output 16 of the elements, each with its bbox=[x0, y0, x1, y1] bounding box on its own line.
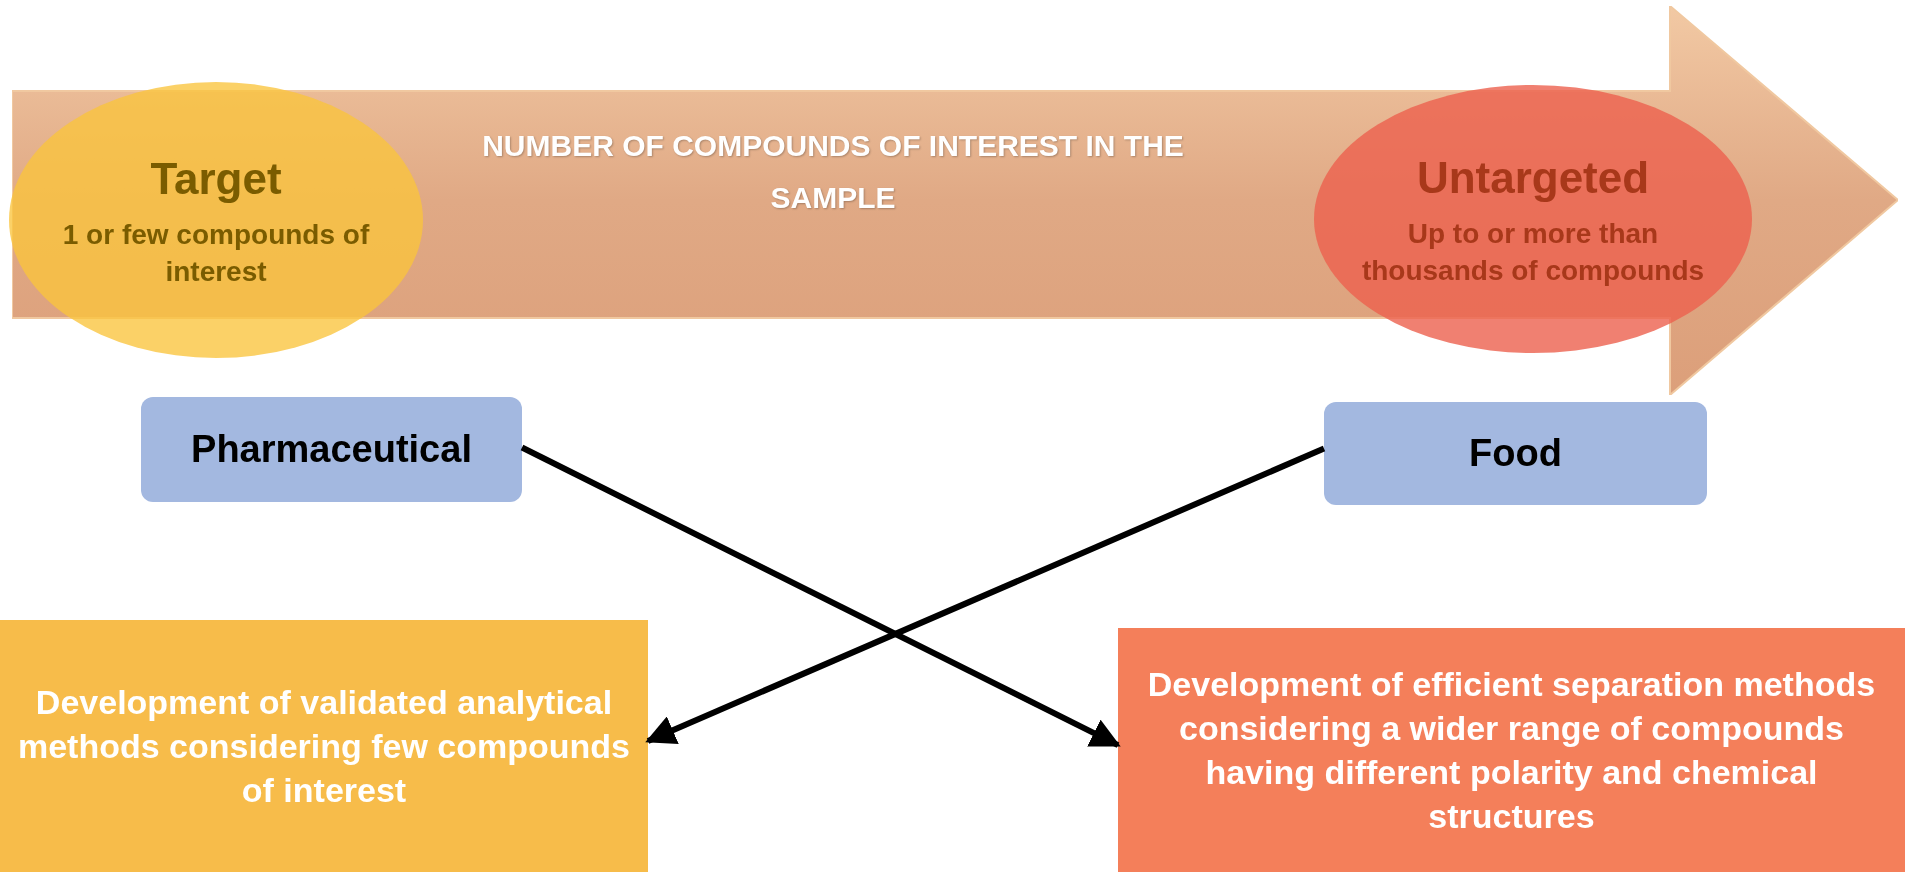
axis-caption: NUMBER OF COMPOUNDS OF INTEREST IN THE SAMPLE bbox=[481, 128, 1185, 216]
category-box bbox=[141, 397, 522, 502]
heading: Untargeted bbox=[1416, 152, 1650, 204]
label: Food bbox=[1469, 430, 1562, 476]
description: 1 or few compounds of interest bbox=[61, 218, 371, 289]
category-box bbox=[1324, 402, 1707, 505]
arrow bbox=[520, 444, 1121, 748]
arrow bbox=[645, 445, 1326, 744]
label: Development of validated analytical methods considering few compounds of interest bbox=[16, 681, 632, 812]
result-box bbox=[1118, 628, 1905, 872]
description: Up to or more than thousands of compounds bbox=[1360, 217, 1706, 288]
result-box bbox=[0, 620, 648, 872]
label: Development of efficient separation methods considering a wider range of compounds having different polarity and chemical structures bbox=[1146, 663, 1877, 838]
arrow-band bbox=[12, 6, 1898, 395]
heading: Target bbox=[150, 153, 282, 205]
label: Pharmaceutical bbox=[191, 426, 472, 472]
